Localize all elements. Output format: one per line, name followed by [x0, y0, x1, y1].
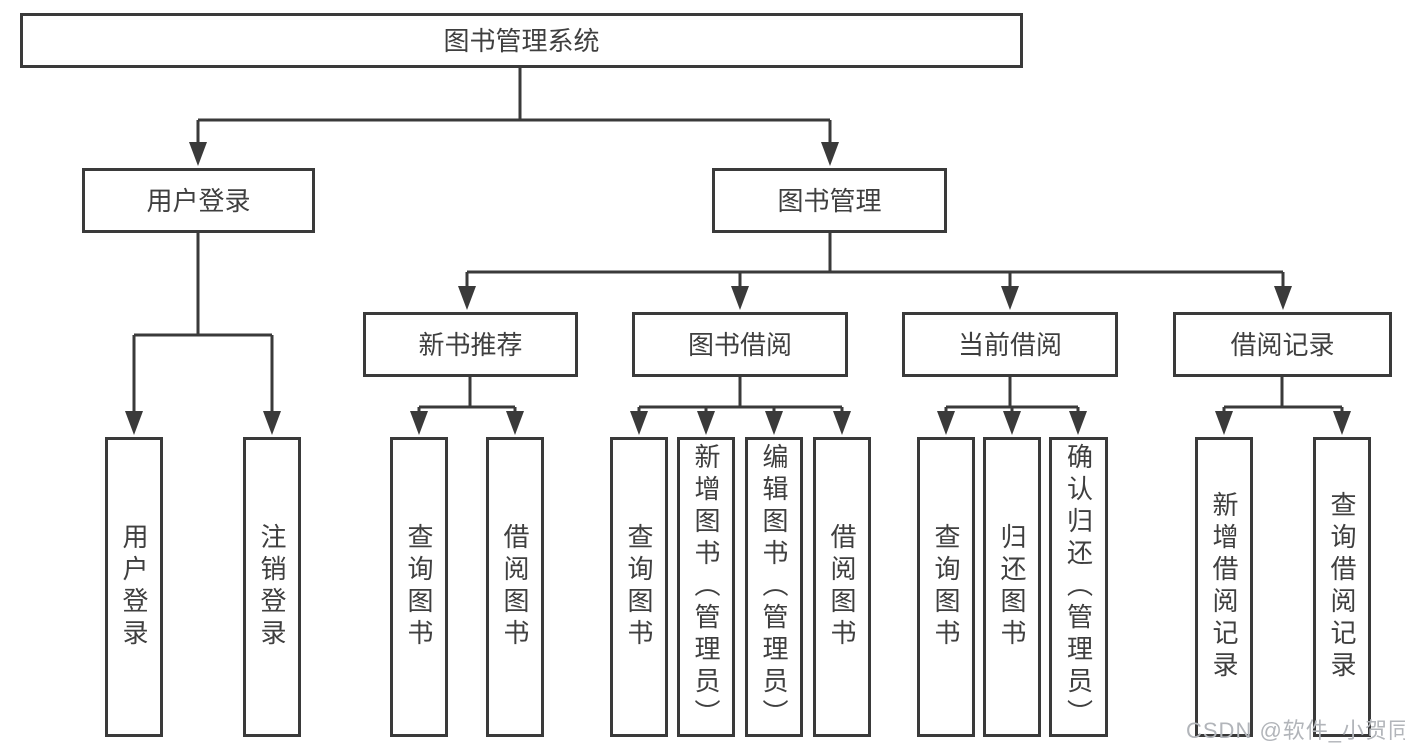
leaf-query-books-current-label: 查询图书	[931, 523, 961, 651]
leaf-edit-books-admin: 编辑图书（管理员）	[745, 437, 803, 737]
leaf-user-login: 用户登录	[105, 437, 163, 737]
leaf-logout: 注销登录	[243, 437, 301, 737]
leaf-return-books: 归还图书	[983, 437, 1041, 737]
leaf-borrow-books-recommend-label: 借阅图书	[500, 523, 530, 651]
node-root: 图书管理系统	[20, 13, 1023, 68]
node-user-login-label: 用户登录	[146, 185, 251, 216]
watermark: CSDN @软件_小贺同学	[1186, 718, 1405, 743]
node-book-management: 图书管理	[712, 168, 947, 233]
leaf-query-borrow-record-label: 查询借阅记录	[1327, 491, 1357, 683]
leaf-logout-label: 注销登录	[257, 523, 287, 651]
leaf-borrow-books-borrowing-label: 借阅图书	[827, 523, 857, 651]
leaf-add-borrow-record: 新增借阅记录	[1195, 437, 1253, 737]
leaf-borrow-books-borrowing: 借阅图书	[813, 437, 871, 737]
leaf-user-login-label: 用户登录	[119, 523, 149, 651]
node-root-label: 图书管理系统	[443, 25, 600, 56]
node-current-borrowing-label: 当前借阅	[957, 329, 1062, 360]
leaf-add-books-admin-label: 新增图书（管理员）	[691, 443, 721, 731]
node-new-book-recommend-label: 新书推荐	[418, 329, 523, 360]
leaf-query-books-recommend: 查询图书	[390, 437, 448, 737]
node-book-borrowing: 图书借阅	[632, 312, 848, 377]
node-book-borrowing-label: 图书借阅	[687, 329, 792, 360]
leaf-query-books-borrowing: 查询图书	[610, 437, 668, 737]
node-current-borrowing: 当前借阅	[902, 312, 1118, 377]
node-user-login: 用户登录	[82, 168, 315, 233]
leaf-confirm-return-admin-label: 确认归还（管理员）	[1063, 443, 1094, 731]
leaf-add-books-admin: 新增图书（管理员）	[677, 437, 735, 737]
leaf-borrow-books-recommend: 借阅图书	[486, 437, 544, 737]
node-borrowing-records: 借阅记录	[1173, 312, 1392, 377]
leaf-query-books-borrowing-label: 查询图书	[624, 523, 654, 651]
leaf-edit-books-admin-label: 编辑图书（管理员）	[759, 443, 789, 731]
leaf-return-books-label: 归还图书	[997, 523, 1027, 651]
node-borrowing-records-label: 借阅记录	[1230, 329, 1335, 360]
leaf-query-books-current: 查询图书	[917, 437, 975, 737]
leaf-confirm-return-admin: 确认归还（管理员）	[1049, 437, 1108, 737]
node-book-management-label: 图书管理	[777, 185, 882, 216]
node-new-book-recommend: 新书推荐	[363, 312, 578, 377]
leaf-query-books-recommend-label: 查询图书	[404, 523, 434, 651]
leaf-query-borrow-record: 查询借阅记录	[1313, 437, 1371, 737]
leaf-add-borrow-record-label: 新增借阅记录	[1209, 491, 1239, 683]
arrowheads	[125, 142, 1351, 435]
